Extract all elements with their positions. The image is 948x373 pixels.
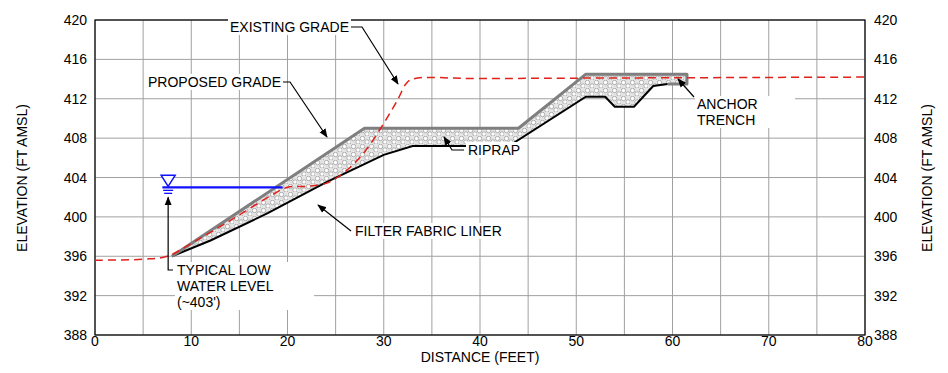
axis-tick-label: 30 <box>376 333 392 349</box>
axis-tick-label: 420 <box>64 12 87 28</box>
grid-line <box>95 216 865 217</box>
axis-tick-label: 400 <box>64 209 87 225</box>
leader-line <box>336 27 398 84</box>
axis-tick-label: 50 <box>568 333 584 349</box>
grid-line <box>95 177 865 178</box>
axis-tick-label: 70 <box>761 333 777 349</box>
axis-title: DISTANCE (FEET) <box>421 349 540 365</box>
leader-line <box>444 137 464 150</box>
axis-tick-label: 388 <box>64 327 87 343</box>
water-symbol <box>161 175 175 186</box>
water-symbol <box>163 190 173 191</box>
leader-line <box>678 79 694 97</box>
axis-tick-label: 10 <box>183 333 199 349</box>
axis-tick-label: 412 <box>874 91 897 107</box>
axis-tick-label: 60 <box>665 333 681 349</box>
callout-label: ANCHOR TRENCH <box>695 96 795 128</box>
axis-tick-label: 392 <box>64 288 87 304</box>
leader-lines <box>168 27 694 270</box>
axis-tick-label: 420 <box>874 12 897 28</box>
proposed-grade-line <box>172 74 687 256</box>
leader-line <box>266 82 327 137</box>
axis-tick-label: 396 <box>874 248 897 264</box>
axis-tick-label: 408 <box>64 130 87 146</box>
filter-fabric-line <box>172 84 668 256</box>
axis-tick-label: 0 <box>91 333 99 349</box>
plot-frame <box>95 20 865 335</box>
grid-line <box>95 59 865 60</box>
callout-label: TYPICAL LOW WATER LEVEL (~403') <box>175 262 314 310</box>
callout-label: EXISTING GRADE <box>228 19 351 35</box>
axis-tick-label: 412 <box>64 91 87 107</box>
grid-line <box>95 256 865 257</box>
existing-grade-line <box>95 77 865 260</box>
grid <box>95 20 865 335</box>
axis-tick-label: 416 <box>874 51 897 67</box>
axis-tick-label: 40 <box>472 333 488 349</box>
profiles <box>95 74 865 260</box>
axis-title: ELEVATION (FT AMSL) <box>919 104 935 252</box>
axis-tick-label: 404 <box>874 169 897 185</box>
leader-line <box>168 197 173 270</box>
water-line <box>162 186 282 188</box>
axis-tick-label: 388 <box>874 327 897 343</box>
callout-label: RIPRAP <box>466 142 522 158</box>
water-symbol <box>164 193 172 194</box>
axis-title: ELEVATION (FT AMSL) <box>14 104 30 252</box>
axis-tick-label: 404 <box>64 169 87 185</box>
axis-tick-label: 20 <box>280 333 296 349</box>
axis-tick-label: 80 <box>857 333 873 349</box>
callout-label: FILTER FABRIC LINER <box>353 223 504 239</box>
callout-label: PROPOSED GRADE <box>146 74 283 90</box>
riprap-fill <box>172 74 687 256</box>
axis-tick-label: 400 <box>874 209 897 225</box>
axis-tick-label: 408 <box>874 130 897 146</box>
axis-tick-label: 416 <box>64 51 87 67</box>
leader-line <box>318 205 351 231</box>
axis-tick-label: 392 <box>874 288 897 304</box>
axis-tick-label: 396 <box>64 248 87 264</box>
